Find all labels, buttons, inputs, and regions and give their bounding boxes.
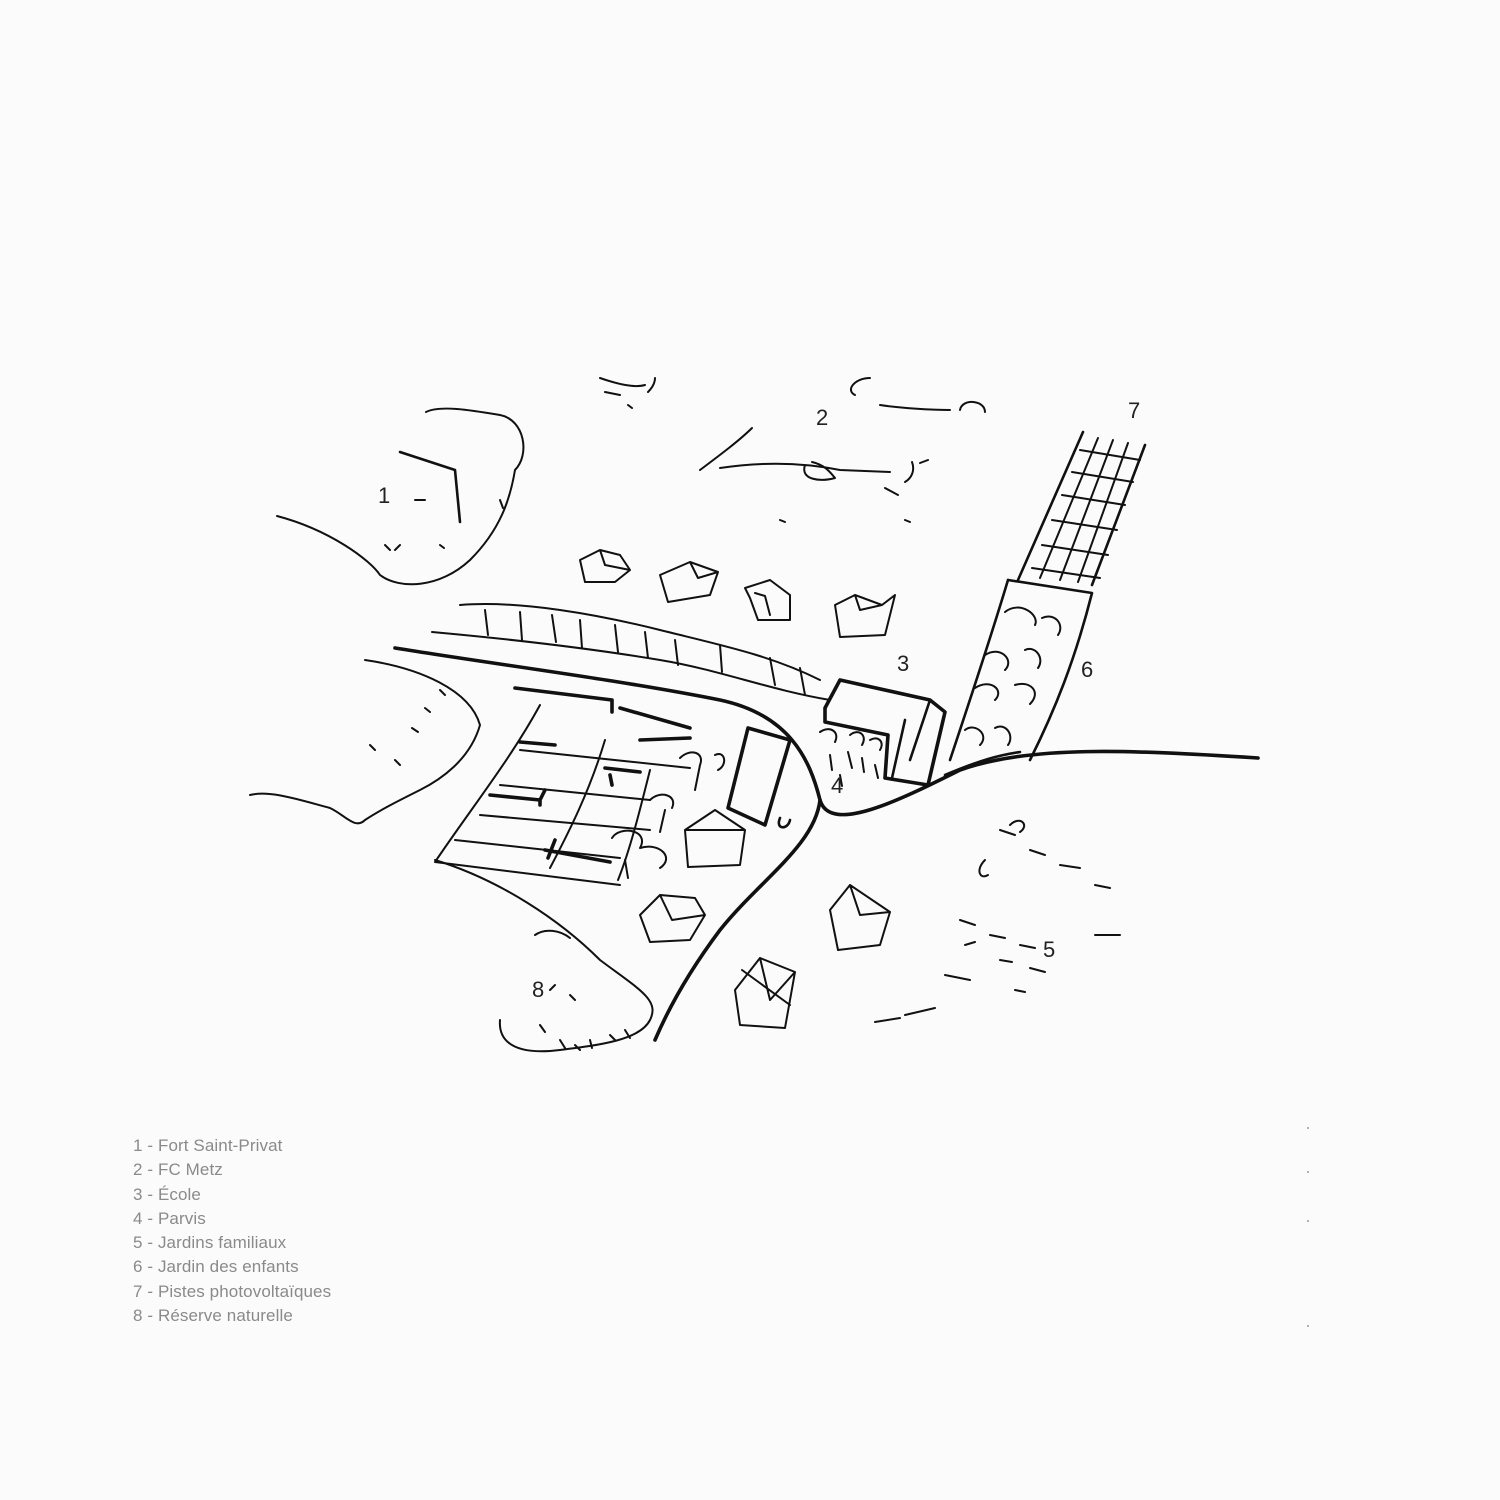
long-building-sketch [726,726,792,829]
marker-8: 8 [532,977,544,1002]
left-zone-sketch [249,659,481,825]
houses-row-sketch [579,549,896,638]
trees-left-sketch [611,751,726,879]
legend-item-8: 8 - Réserve naturelle [133,1306,293,1326]
legend-item-5: 5 - Jardins familiaux [133,1233,287,1253]
legend-item-1: 1 - Fort Saint-Privat [133,1136,283,1155]
fort-saint-privat-sketch [276,407,525,586]
legend-item-7: 7 - Pistes photovoltaïques [133,1281,332,1301]
marker-3: 3 [897,651,909,676]
ecole-building-sketch [823,678,947,787]
margin-dot [1307,1325,1309,1327]
marker-7: 7 [1128,398,1140,423]
marker-5: 5 [1043,937,1055,962]
legend-item-6: 6 - Jardin des enfants [133,1257,299,1277]
pistes-photovoltaiques-sketch [1016,430,1147,587]
margin-dot [1307,1127,1309,1129]
jardin-des-enfants-sketch [948,578,1094,762]
marker-2: 2 [816,405,828,430]
margin-dot [1307,1171,1309,1173]
main-road-sketch [393,646,1260,1042]
houses-lower-sketch [639,809,891,1029]
legend-item-4: 4 - Parvis [133,1208,206,1228]
marker-4: 4 [831,773,843,798]
margin-dot [1307,1220,1309,1222]
parvis-sketch [819,728,883,787]
marker-1: 1 [378,483,390,508]
legend-item-3: 3 - École [133,1184,201,1204]
legend: 1 - Fort Saint-Privat 2 - FC Metz 3 - Éc… [133,1134,331,1328]
marker-6: 6 [1081,657,1093,682]
parking-grid-sketch [434,686,692,886]
reserve-naturelle-sketch [434,859,654,1053]
jardins-familiaux-sketch [874,819,1121,1023]
fc-metz-sketch [599,377,986,523]
legend-item-2: 2 - FC Metz [133,1160,223,1180]
wall-fence-sketch [431,603,831,701]
